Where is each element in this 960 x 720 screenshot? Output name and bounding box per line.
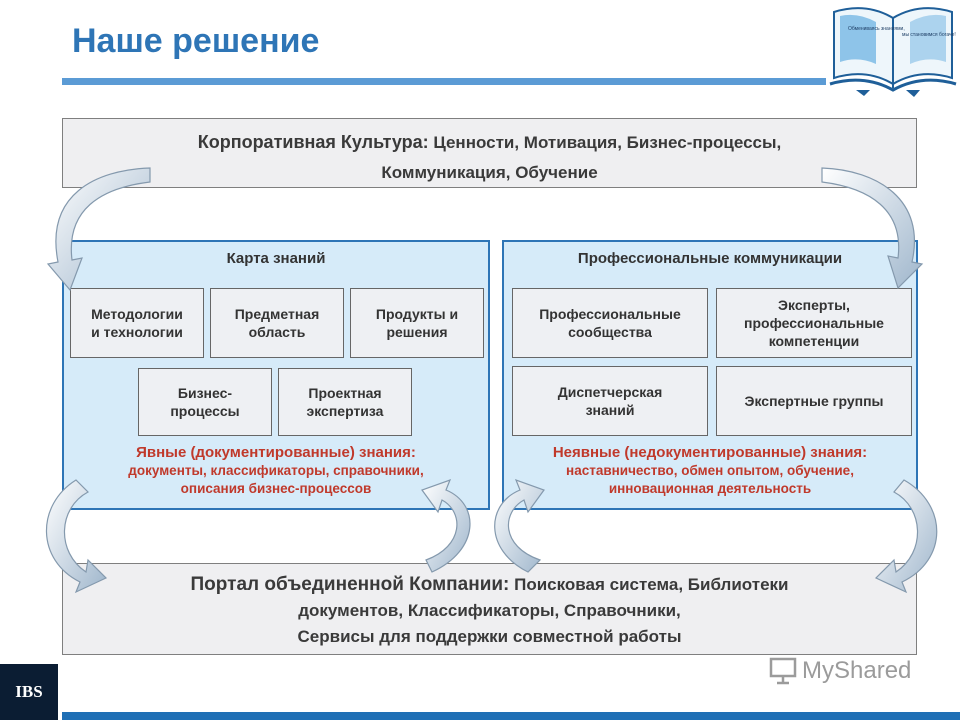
corporate-culture-text1: Ценности, Мотивация, Бизнес-процессы, bbox=[428, 133, 782, 152]
book-illustration: Обмениваясь знаниями, мы становимся бога… bbox=[826, 0, 960, 98]
professional-communications-title: Профессиональные коммуникации bbox=[577, 250, 843, 267]
company-portal-text2: документов, Классификаторы, Справочники, bbox=[298, 601, 681, 620]
title-divider bbox=[62, 78, 832, 85]
tacit-knowledge-desc1: наставничество, обмен опытом, обучение, bbox=[566, 463, 854, 478]
ibs-logo: IBS bbox=[0, 664, 58, 720]
tacit-knowledge: Неявные (недокументированные) знания: на… bbox=[504, 444, 916, 498]
tacit-knowledge-desc2: инновационная деятельность bbox=[608, 481, 812, 496]
professional-communications-panel: Профессиональные коммуникации Профессион… bbox=[502, 240, 918, 510]
company-portal-box: Портал объединенной Компании: Поисковая … bbox=[62, 563, 917, 655]
company-portal-text3: Сервисы для поддержки совместной работы bbox=[297, 627, 682, 646]
book-left-text: Обмениваясь знаниями, bbox=[848, 26, 905, 32]
company-portal-text1: Поисковая система, Библиотеки bbox=[509, 575, 789, 594]
comm-cell-dispatcher: Диспетчерская знаний bbox=[512, 366, 708, 436]
myshared-watermark: MyShared bbox=[768, 656, 911, 686]
footer-divider bbox=[62, 712, 960, 720]
comm-cell-communities: Профессиональные сообщества bbox=[512, 288, 708, 358]
corporate-culture-text2: Коммуникация, Обучение bbox=[381, 163, 598, 182]
explicit-knowledge-desc1: документы, классификаторы, справочники, bbox=[128, 463, 424, 478]
comm-cell-expert-groups: Экспертные группы bbox=[716, 366, 912, 436]
tacit-knowledge-title: Неявные (недокументированные) знания: bbox=[552, 444, 868, 461]
watermark-text: MyShared bbox=[802, 657, 912, 684]
explicit-knowledge-desc2: описания бизнес-процессов bbox=[180, 481, 372, 496]
company-portal-line1: Портал объединенной Компании: Поисковая … bbox=[63, 572, 916, 598]
comm-cell-experts: Эксперты, профессиональные компетенции bbox=[716, 288, 912, 358]
corporate-culture-label: Корпоративная Культура: bbox=[197, 132, 429, 152]
presentation-icon bbox=[769, 657, 797, 685]
explicit-knowledge: Явные (документированные) знания: докуме… bbox=[64, 444, 488, 498]
explicit-knowledge-title: Явные (документированные) знания: bbox=[136, 444, 416, 461]
knowledge-map-panel: Карта знаний Методологии и технологии Пр… bbox=[62, 240, 490, 510]
knowledge-cell-methodologies: Методологии и технологии bbox=[70, 288, 204, 358]
knowledge-map-title: Карта знаний bbox=[226, 250, 326, 267]
knowledge-cell-subject-area: Предметная область bbox=[210, 288, 344, 358]
corporate-culture-line1: Корпоративная Культура: Ценности, Мотива… bbox=[63, 127, 916, 158]
company-portal-label: Портал объединенной Компании: bbox=[190, 574, 510, 595]
knowledge-cell-project-expertise: Проектная экспертиза bbox=[278, 368, 412, 436]
knowledge-cell-products: Продукты и решения bbox=[350, 288, 484, 358]
book-right-text: мы становимся богаче! bbox=[902, 32, 956, 38]
page-title: Наше решение bbox=[72, 22, 320, 60]
corporate-culture-box: Корпоративная Культура: Ценности, Мотива… bbox=[62, 118, 917, 188]
knowledge-cell-business-processes: Бизнес- процессы bbox=[138, 368, 272, 436]
